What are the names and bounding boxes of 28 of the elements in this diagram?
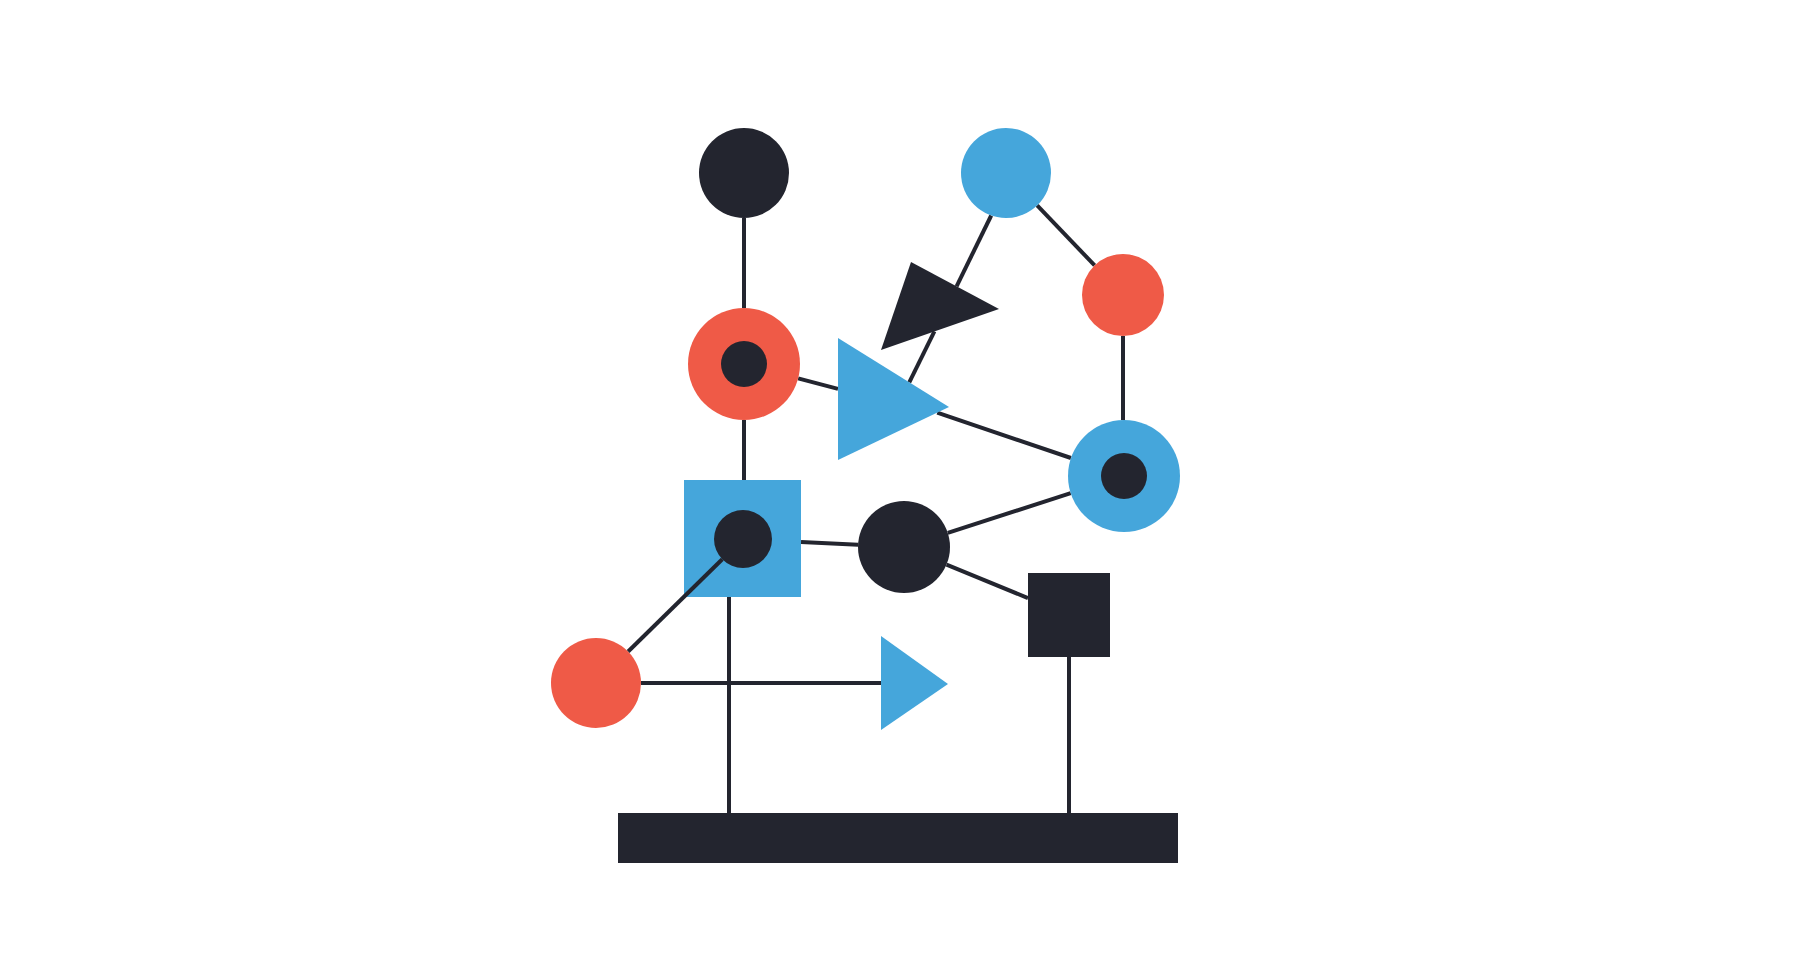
circle-shape xyxy=(1082,254,1164,336)
connector-line xyxy=(797,376,839,391)
bar-shape xyxy=(618,813,1178,863)
connector-line xyxy=(626,557,724,653)
connector-line xyxy=(742,420,746,480)
connector-line xyxy=(945,562,1029,600)
circle-shape xyxy=(551,638,641,728)
connector-line xyxy=(727,597,731,813)
connector-line xyxy=(947,491,1072,535)
circle-shape xyxy=(699,128,789,218)
connector-line xyxy=(641,681,881,685)
triangle-shape xyxy=(881,636,948,730)
connector-line xyxy=(1121,336,1125,420)
connector-line xyxy=(1035,204,1097,267)
connector-line xyxy=(800,539,859,547)
square-shape xyxy=(1028,573,1110,657)
connector-line xyxy=(954,214,993,288)
triangle-shape xyxy=(838,338,949,460)
ring-shape xyxy=(688,308,800,420)
square-shape xyxy=(684,480,801,597)
ring-shape xyxy=(1068,420,1180,532)
triangle-shape xyxy=(881,262,999,350)
connector-line xyxy=(1067,657,1071,813)
connector-line xyxy=(936,410,1072,460)
connector-line xyxy=(742,218,746,308)
circle-shape xyxy=(961,128,1051,218)
connector-line xyxy=(907,330,937,384)
circle-shape xyxy=(858,501,950,593)
